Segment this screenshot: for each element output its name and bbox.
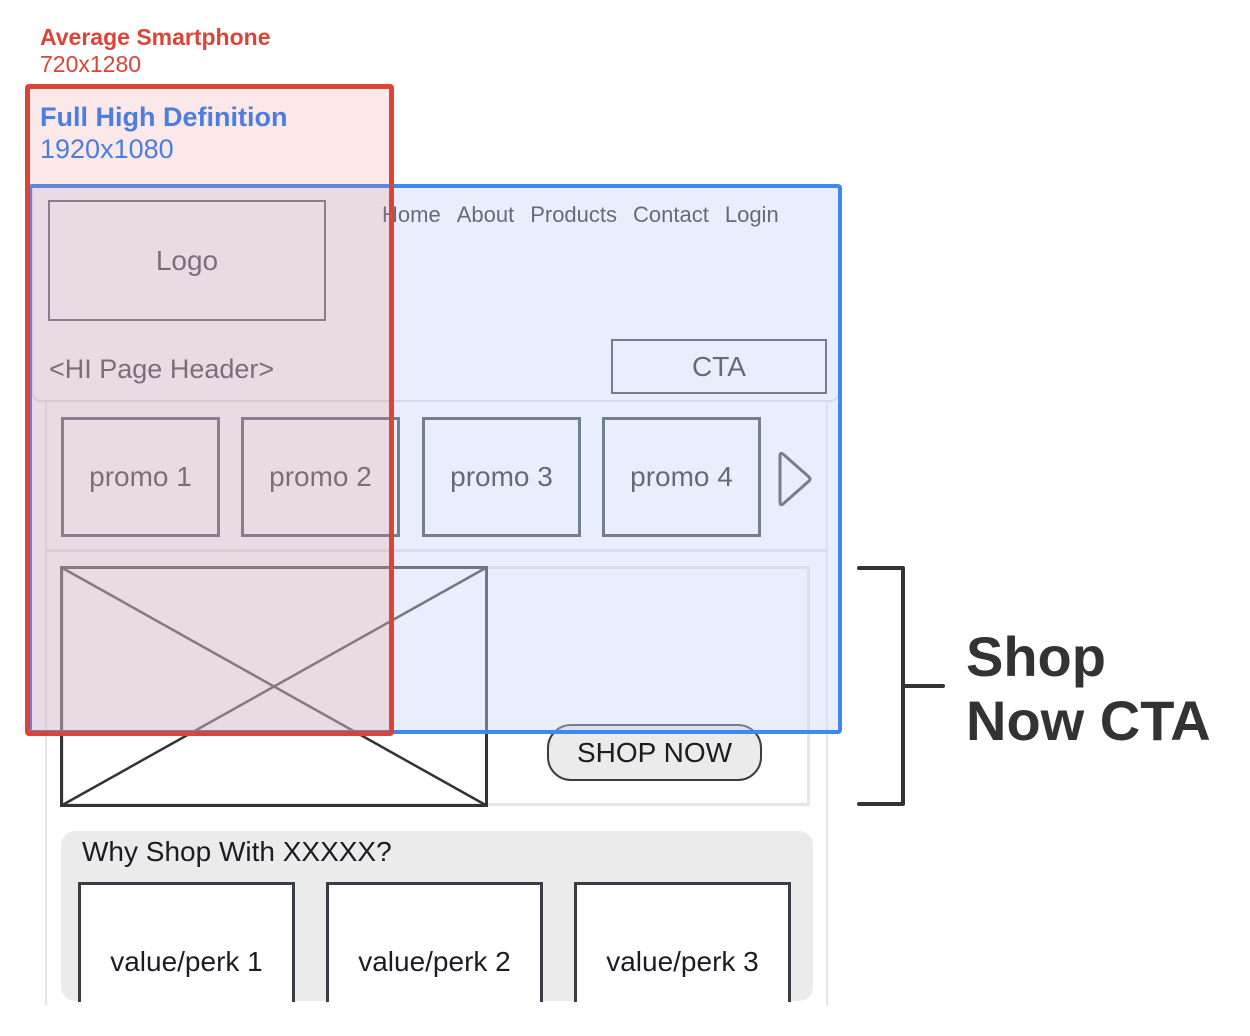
perk-label: value/perk 2	[358, 945, 511, 977]
promo-label: promo 4	[630, 461, 733, 492]
smartphone-viewport-overlay	[25, 84, 394, 736]
main-nav: Home About Products Contact Login	[382, 202, 779, 232]
cta-button[interactable]: CTA	[611, 339, 827, 394]
annotation-line-1: Shop	[966, 625, 1106, 688]
perk-card-3: value/perk 3	[574, 882, 791, 1002]
perk-card-1: value/perk 1	[78, 882, 295, 1002]
full-hd-viewport-name: Full High Definition	[40, 102, 288, 132]
annotation-line-2: Now CTA	[966, 689, 1211, 752]
nav-item-contact[interactable]: Contact	[633, 202, 709, 227]
promo-label: promo 1	[89, 461, 192, 492]
promo-card-2[interactable]: promo 2	[241, 417, 400, 537]
full-hd-viewport-resolution: 1920x1080	[40, 134, 174, 164]
bracket-icon	[857, 566, 945, 806]
perk-label: value/perk 1	[110, 945, 263, 977]
smartphone-viewport-resolution: 720x1280	[40, 51, 142, 77]
smartphone-viewport-name: Average Smartphone	[40, 24, 271, 50]
logo-label: Logo	[155, 244, 219, 276]
chevron-right-icon[interactable]	[776, 450, 814, 508]
promo-card-1[interactable]: promo 1	[61, 417, 220, 537]
shop-now-cta-annotation: Shop Now CTA	[966, 625, 1211, 753]
page-header: <HI Page Header>	[49, 354, 275, 384]
nav-item-login[interactable]: Login	[724, 202, 779, 227]
promo-label: promo 3	[450, 461, 553, 492]
why-shop-title: Why Shop With XXXXX?	[82, 836, 392, 867]
image-placeholder-icon	[60, 566, 488, 807]
full-hd-viewport-overlay	[28, 184, 842, 734]
promo-card-3[interactable]: promo 3	[422, 417, 581, 537]
nav-item-about[interactable]: About	[456, 202, 515, 227]
nav-item-products[interactable]: Products	[530, 202, 618, 227]
perk-card-2: value/perk 2	[326, 882, 543, 1002]
promo-carousel	[47, 402, 826, 552]
logo[interactable]: Logo	[48, 200, 326, 321]
promo-label: promo 2	[269, 461, 372, 492]
cta-label: CTA	[692, 350, 746, 382]
header-panel	[31, 186, 840, 402]
shop-now-label: SHOP NOW	[576, 736, 733, 768]
page-outline	[45, 395, 828, 1005]
perk-label: value/perk 3	[606, 945, 759, 977]
promo-card-4[interactable]: promo 4	[602, 417, 761, 537]
